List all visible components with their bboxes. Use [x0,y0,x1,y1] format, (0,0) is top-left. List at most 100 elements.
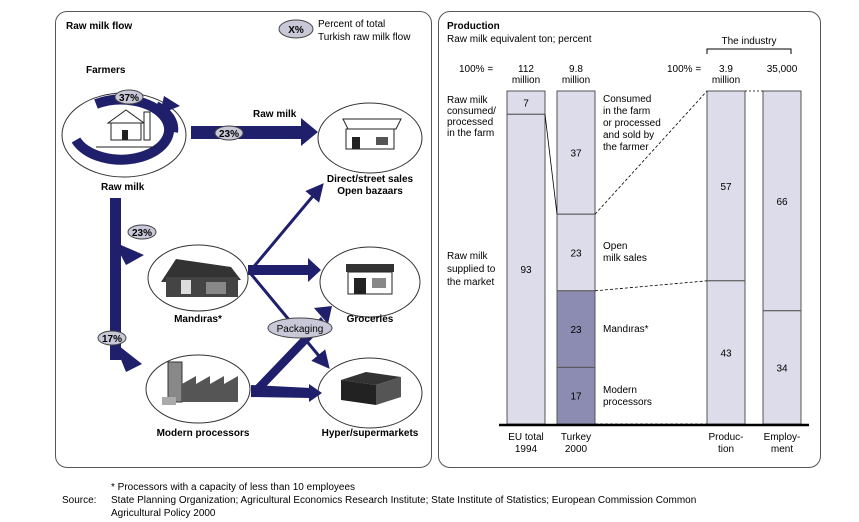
trunk-arrow [110,198,121,360]
bar-category-label: ment [771,444,793,455]
bar-total: million [512,75,540,86]
hyper-label: Hyper/supermarkets [322,428,419,439]
bar-segment [506,113,546,425]
bar-total: million [712,75,740,86]
farmers-label: Farmers [86,65,126,76]
segment-value: 23 [570,325,582,336]
bar-category-label: EU total [508,432,544,443]
factory-icon [162,361,238,405]
segment-value: 57 [720,182,732,193]
raw-milk-oval [214,125,244,141]
segment-value: 23 [570,249,582,260]
bar-category-label: tion [718,444,734,455]
packaging-label: Packaging [277,324,324,335]
raw-milk-flow-label: Raw milk [253,109,297,120]
side-label-consumed: in the farm [603,106,650,117]
mandiras-label: Mandıras* [174,314,222,325]
hundred-label-right: 100% = [667,64,701,75]
packaging-oval [267,317,333,339]
side-label-modern: processors [603,397,652,408]
source-label: Source: [62,495,97,506]
bar-total: 35,000 [767,64,798,75]
raw-milk-arrowhead [301,118,318,146]
side-label-modern: Modern [603,385,637,396]
industry-label: The industry [721,36,776,47]
connector-dashed [594,90,708,215]
segment-value: 17 [570,392,582,403]
bar-category-label: 2000 [565,444,588,455]
bar-segment [706,90,746,282]
bar-segment [556,366,596,425]
modern-to-hyper [251,385,311,398]
row-label-consumed: consumed/ [447,106,496,117]
bar-segment [556,213,596,292]
modern-pct: 17% [102,334,122,345]
supermarket-icon [341,372,401,405]
segment-value: 43 [720,348,732,359]
own-use-oval [114,89,144,105]
farm-icon [96,109,156,148]
segment-value: 34 [776,363,788,374]
row-label-supplied: the market [447,277,494,288]
row-label-supplied: Raw milk [447,251,489,262]
to-mandiras-bend [114,242,144,265]
bar-segment [556,290,596,368]
mandiras-pct: 23% [132,228,152,239]
bar-segment [762,90,802,312]
mandiras-to-hyper [249,273,330,369]
segment-value: 93 [520,265,532,276]
side-label-consumed: or processed [603,118,661,129]
legend-line2: Turkish raw milk flow [318,32,411,43]
bar-segment [762,310,802,425]
mandiras-oval [127,224,157,240]
hundred-label-left: 100% = [459,64,493,75]
chart-title: Production [447,21,500,32]
shop-icon [346,264,394,295]
segment-value: 66 [776,197,788,208]
legend-symbol: X% [288,25,304,36]
modern-processors-label: Modern processors [157,428,250,439]
groceries-label: Groceries [347,314,394,325]
bar-total: 112 [518,64,534,75]
raw-milk-flow-arrow [191,126,301,139]
mandiras-to-groceries-head [308,258,321,282]
own-use-loop-right [153,101,179,133]
production-panel: Production Raw milk equivalent ton; perc… [438,11,821,468]
chart-subtitle: Raw milk equivalent ton; percent [447,34,592,45]
panel-title: Raw milk flow [66,21,132,32]
industry-bracket [706,48,792,54]
connector-dashed [594,280,708,292]
row-label-supplied: supplied to [447,264,496,275]
loop-arrowhead [160,96,180,114]
bar-category-label: Produc- [708,432,743,443]
open-bazaars-label: Open bazaars [337,186,403,197]
to-modern-bend [114,342,142,372]
legend-oval [278,19,314,39]
modern-oval [97,330,127,346]
segment-value: 7 [523,99,529,110]
mandiras-to-groceries [248,265,308,275]
row-label-consumed: Raw milk [447,95,489,106]
source-line-1: State Planning Organization; Agricultura… [111,495,697,506]
row-label-consumed: in the farm [447,128,494,139]
market-stall-icon [342,118,402,150]
production-chart: Production Raw milk equivalent ton; perc… [447,21,809,455]
bar-total: million [562,75,590,86]
own-use-pct: 37% [119,93,139,104]
legend-line1: Percent of total [318,19,385,30]
bar-category-label: 1994 [515,444,538,455]
segment-value: 37 [570,149,582,160]
raw-milk-flow-panel: Raw milk flow X% Percent of total Turkis… [55,11,432,468]
bar-segment [556,90,596,215]
bar-total: 9.8 [569,64,583,75]
raw-milk-flow-diagram: Raw milk flow X% Percent of total Turkis… [61,19,423,439]
raw-milk-pct: 23% [219,129,239,140]
side-label-consumed: Consumed [603,94,651,105]
modern-to-hyper-head [309,384,322,402]
side-label-open: Open [603,241,627,252]
source-line-2: Agricultural Policy 2000 [111,508,216,519]
bar-category-label: Turkey [561,432,591,443]
